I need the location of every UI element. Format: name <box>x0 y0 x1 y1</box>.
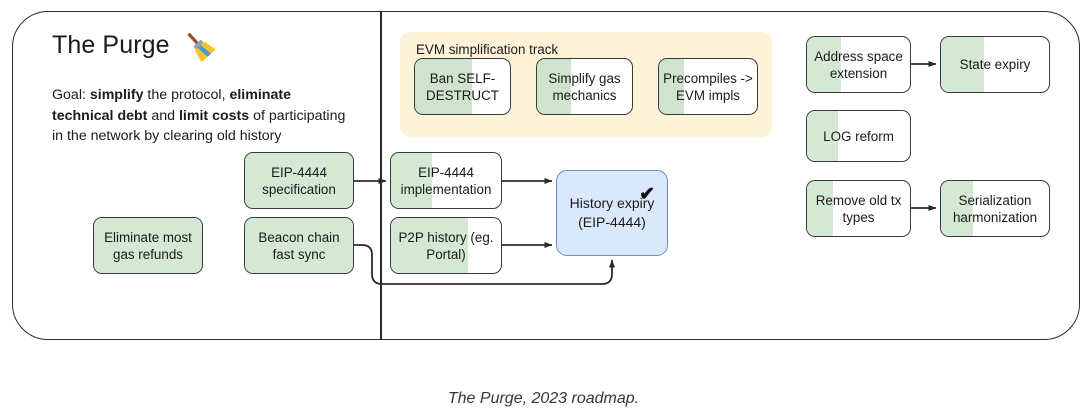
node-label: LOG reform <box>823 128 894 144</box>
node-history-expiry[interactable]: History expiry (EIP-4444) ✔ <box>556 170 668 256</box>
goal-text-2: and <box>147 107 179 124</box>
node-label: State expiry <box>959 57 1031 72</box>
node-label: Eliminate most gas refunds <box>104 229 192 262</box>
goal-text-3: of participating in the network by clear… <box>52 107 346 145</box>
node-beacon-chain-fast-sync[interactable]: Beacon chain fast sync <box>244 217 354 274</box>
node-precompiles-evm-impls[interactable]: Precompiles -> EVM impls <box>658 58 758 115</box>
node-eip4444-implementation[interactable]: EIP-4444 implementation <box>390 152 502 209</box>
node-eip4444-specification[interactable]: EIP-4444 specification <box>244 152 354 209</box>
goal-bold-3: limit costs <box>178 107 250 124</box>
check-icon: ✔ <box>639 184 655 205</box>
progress-fill <box>807 111 838 161</box>
goal-text: Goal: simplify the protocol, eliminate t… <box>52 85 352 147</box>
node-label: Beacon chain fast sync <box>258 229 340 262</box>
node-label: EIP-4444 implementation <box>400 164 492 197</box>
goal-prefix: Goal: <box>52 87 90 103</box>
progress-fill <box>537 59 572 114</box>
node-log-reform[interactable]: LOG reform <box>806 110 911 162</box>
progress-fill <box>415 59 472 114</box>
node-label: Serialization harmonization <box>952 192 1038 225</box>
node-p2p-history[interactable]: P2P history (eg. Portal) <box>390 217 502 274</box>
node-state-expiry[interactable]: State expiry <box>940 36 1050 93</box>
progress-fill <box>391 153 432 208</box>
node-remove-old-tx-types[interactable]: Remove old tx types <box>806 180 911 237</box>
figure-caption: The Purge, 2023 roadmap. <box>447 390 640 407</box>
node-label: Remove old tx types <box>815 192 902 225</box>
progress-fill <box>245 153 353 208</box>
progress-fill <box>245 218 353 273</box>
title-text: The Purge <box>52 30 170 59</box>
progress-fill <box>941 37 985 92</box>
progress-fill <box>94 218 202 273</box>
goal-text-1: the protocol, <box>143 87 230 103</box>
broom-icon <box>187 33 216 62</box>
node-ban-selfdestruct[interactable]: Ban SELF-DESTRUCT <box>414 58 511 115</box>
goal-bold-1: simplify <box>89 87 144 103</box>
node-label: Ban SELF-DESTRUCT <box>426 70 499 103</box>
node-label: Precompiles -> EVM impls <box>663 70 753 103</box>
node-label: P2P history (eg. Portal) <box>398 229 494 262</box>
node-label: Address space extension <box>814 48 903 81</box>
page-title: The Purge <box>52 28 216 62</box>
goal-bold-2: eliminate technical debt <box>52 87 291 124</box>
progress-fill <box>659 59 685 114</box>
node-address-space-extension[interactable]: Address space extension <box>806 36 911 93</box>
node-simplify-gas-mechanics[interactable]: Simplify gas mechanics <box>536 58 633 115</box>
node-eliminate-gas-refunds[interactable]: Eliminate most gas refunds <box>93 217 203 274</box>
vertical-divider <box>380 11 382 340</box>
node-label: Simplify gas mechanics <box>548 70 621 103</box>
progress-fill <box>941 181 974 236</box>
progress-fill <box>807 37 841 92</box>
progress-fill <box>807 181 833 236</box>
node-serialization-harmonization[interactable]: Serialization harmonization <box>940 180 1050 237</box>
node-label: History expiry (EIP-4444) <box>569 195 655 230</box>
evm-track-title: EVM simplification track <box>416 42 559 57</box>
node-label: EIP-4444 specification <box>262 164 336 197</box>
